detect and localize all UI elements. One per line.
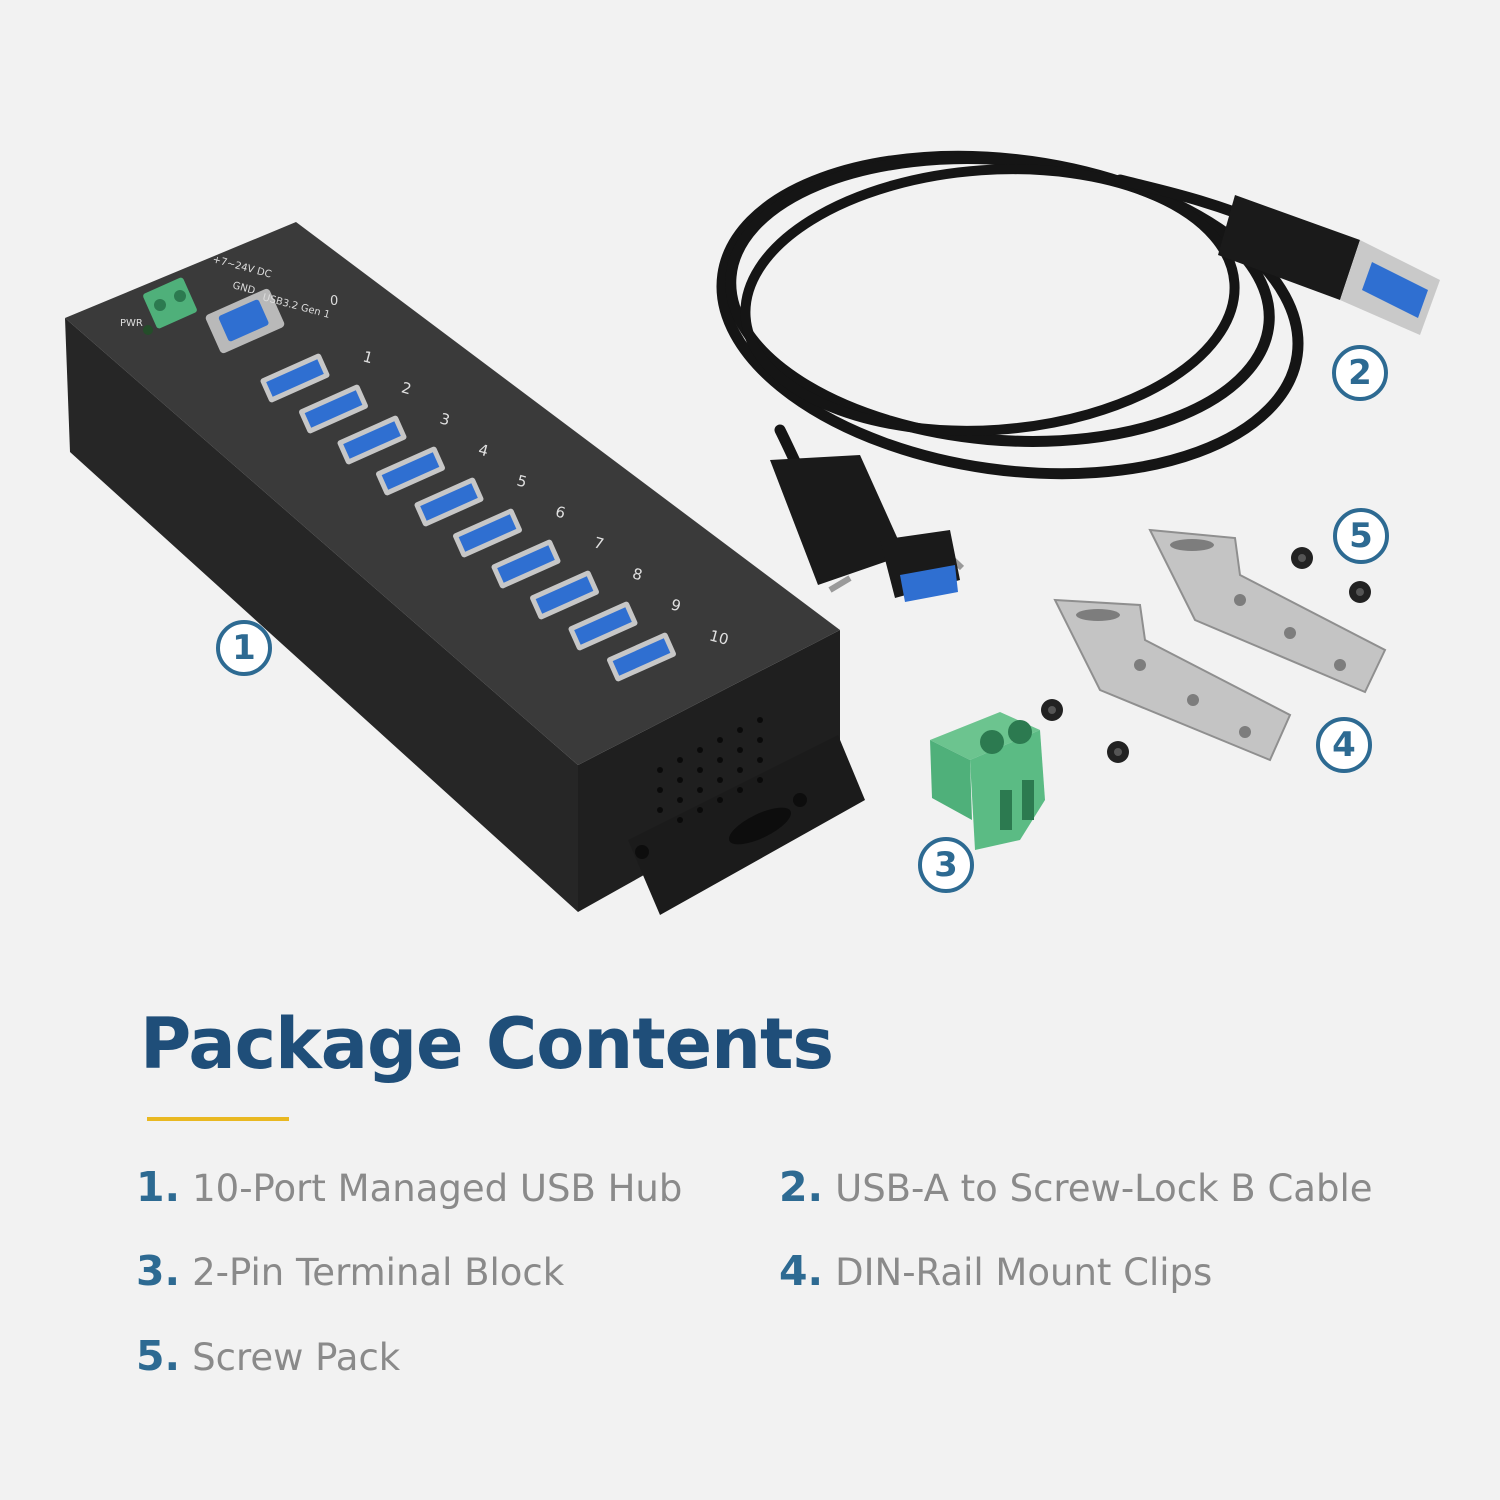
port-number-5: 5 xyxy=(515,471,529,491)
usb-a-plug-image xyxy=(1218,195,1440,335)
vent-holes xyxy=(657,717,763,823)
screws-image xyxy=(1041,547,1371,763)
list-item-number: 4. xyxy=(779,1247,824,1295)
usb-ports: 1 2 3 4 5 6 7 8 9 10 xyxy=(260,347,731,682)
list-item-label: Screw Pack xyxy=(192,1336,401,1379)
usb-port-insert-10 xyxy=(612,638,671,676)
list-item-number: 1. xyxy=(136,1163,181,1211)
usb-port-insert-3 xyxy=(343,421,401,459)
port-number-6: 6 xyxy=(553,502,567,522)
list-item: 4. DIN-Rail Mount Clips xyxy=(779,1247,1212,1295)
list-item-number: 5. xyxy=(136,1332,181,1380)
port-number-2: 2 xyxy=(399,378,413,398)
usb-port-insert-2 xyxy=(304,390,363,428)
list-item-number: 3. xyxy=(136,1247,181,1295)
list-item: 2. USB-A to Screw-Lock B Cable xyxy=(779,1163,1373,1211)
port-number-7: 7 xyxy=(592,533,606,553)
usb-port-insert-4 xyxy=(381,452,440,490)
list-item-label: 2-Pin Terminal Block xyxy=(192,1251,565,1294)
title-underline xyxy=(147,1117,289,1121)
callout-1: 1 xyxy=(216,620,272,676)
usb-port-insert-7 xyxy=(497,545,555,583)
usb-port-insert-1 xyxy=(266,359,324,397)
port-number-8: 8 xyxy=(630,564,644,584)
list-item-number: 2. xyxy=(779,1163,824,1211)
port-number-9: 9 xyxy=(669,595,683,615)
callout-5: 5 xyxy=(1333,508,1389,564)
port-number-1: 1 xyxy=(361,347,375,367)
callout-3: 3 xyxy=(918,837,974,893)
page-title: Package Contents xyxy=(140,1003,834,1085)
callout-4: 4 xyxy=(1316,717,1372,773)
hub-label-pwr: PWR xyxy=(120,318,143,329)
list-item: 5. Screw Pack xyxy=(136,1332,400,1380)
list-item-label: DIN-Rail Mount Clips xyxy=(835,1251,1213,1294)
port-number-10: 10 xyxy=(707,626,730,648)
list-item-label: USB-A to Screw-Lock B Cable xyxy=(835,1167,1373,1210)
product-photo: +7~24V DC GND PWR USB3.2 Gen 1 0 1234567… xyxy=(65,150,1440,915)
usb-port-insert-8 xyxy=(535,576,594,614)
usb-port-insert-5 xyxy=(420,483,478,521)
din-rail-clips-image xyxy=(1053,528,1387,762)
port-number-3: 3 xyxy=(438,409,452,429)
port-number-0: 0 xyxy=(330,294,338,309)
terminal-block-image xyxy=(930,712,1045,850)
usb-b-plug-image xyxy=(770,455,965,602)
usb-hub-image: +7~24V DC GND PWR USB3.2 Gen 1 0 1234567… xyxy=(65,222,865,915)
list-item-label: 10-Port Managed USB Hub xyxy=(192,1167,683,1210)
callout-2: 2 xyxy=(1332,345,1388,401)
list-item: 3. 2-Pin Terminal Block xyxy=(136,1247,564,1295)
usb-port-insert-6 xyxy=(458,514,517,552)
usb-port-insert-9 xyxy=(574,607,632,645)
port-number-4: 4 xyxy=(476,440,490,460)
list-item: 1. 10-Port Managed USB Hub xyxy=(136,1163,682,1211)
